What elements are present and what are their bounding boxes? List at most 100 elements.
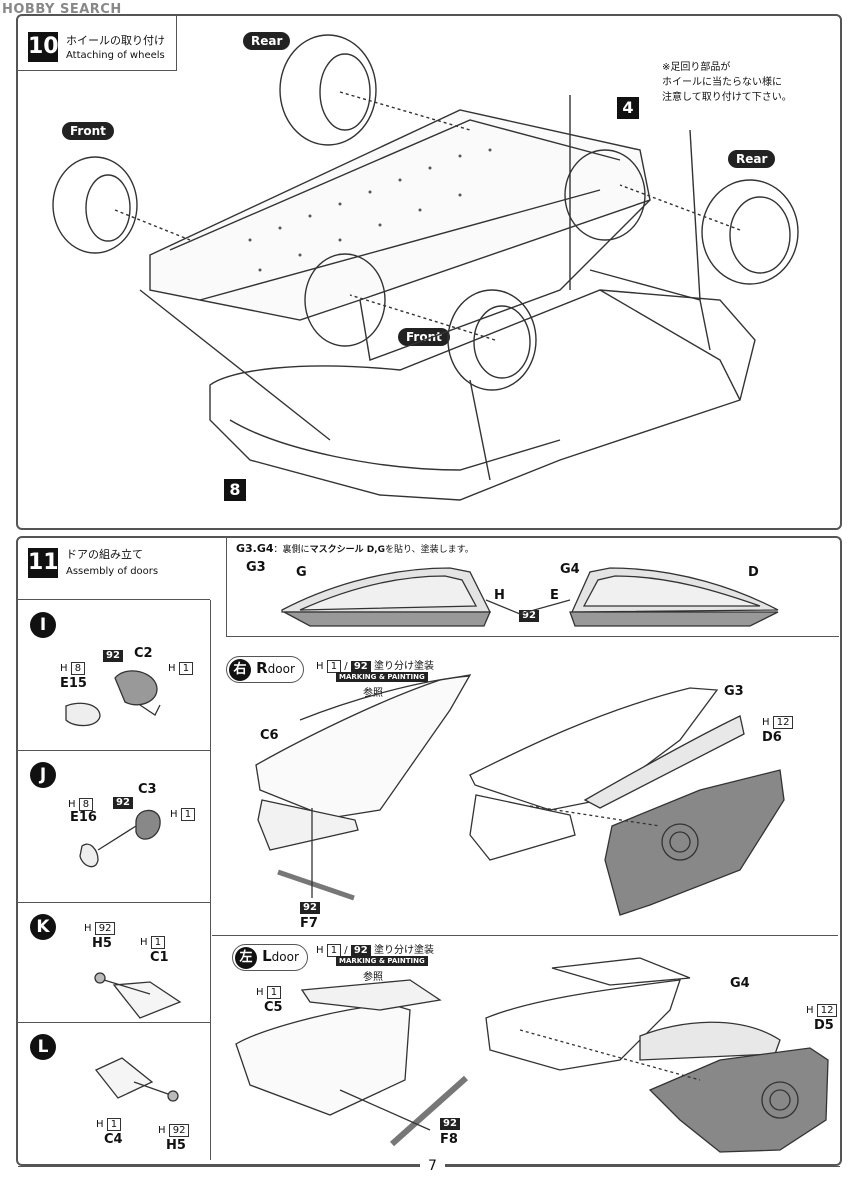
ref-step-8: 8 bbox=[224, 479, 246, 501]
l-door-h12-prefix: H bbox=[806, 1005, 814, 1016]
k-h92-prefix: H bbox=[84, 923, 92, 934]
l-h1-value: 1 bbox=[106, 1118, 122, 1131]
l-h92-value: 92 bbox=[168, 1124, 190, 1137]
k-h92: H 92 bbox=[84, 922, 116, 935]
g-note: G3.G4：裏側にマスクシール D,Gを貼り、塗装します。 bbox=[236, 542, 474, 555]
label-g: G bbox=[296, 565, 307, 580]
label-c1: C1 bbox=[150, 950, 169, 965]
r-door-slash: / bbox=[344, 661, 348, 672]
j-92-badge: 92 bbox=[113, 797, 133, 809]
chassis-illustration bbox=[52, 34, 799, 501]
label-f7: F7 bbox=[300, 916, 318, 931]
label-d: D bbox=[748, 565, 759, 580]
front-label-bottom: Front bbox=[398, 328, 450, 346]
j-h1: H 1 bbox=[170, 808, 196, 821]
r-door-letter: R bbox=[256, 659, 268, 677]
r-door-marking: MARKING & PAINTING bbox=[336, 672, 428, 682]
hobby-search-logo: HOBBY SEARCH bbox=[2, 2, 122, 17]
l-door-92-f8: 92 bbox=[440, 1118, 460, 1130]
l-h1-prefix: H bbox=[96, 1119, 104, 1130]
r-door-92: 92 bbox=[350, 661, 371, 673]
r-door-kanji: 右 bbox=[229, 659, 251, 681]
rear-label-right: Rear bbox=[728, 150, 776, 168]
g-note-parts: G3.G4 bbox=[236, 542, 274, 555]
j-h8-value: 8 bbox=[78, 798, 94, 811]
k-h1-value: 1 bbox=[150, 936, 166, 949]
l-door-h1-c5: H 1 bbox=[256, 986, 282, 999]
i-h1: H 1 bbox=[168, 662, 194, 675]
r-door-h12-value: 12 bbox=[772, 716, 794, 729]
k-h1-prefix: H bbox=[140, 937, 148, 948]
ref-step-4: 4 bbox=[617, 97, 639, 119]
step-11-number: 11 bbox=[28, 548, 59, 578]
wheel-note-line-3: 注意して取り付けて下さい。 bbox=[662, 92, 792, 103]
g-note-text-2: を貼り、塗装します。 bbox=[384, 545, 474, 555]
step-10-number: 10 bbox=[28, 32, 59, 62]
i-92-badge: 92 bbox=[103, 650, 123, 662]
r-door-ref: 参照 bbox=[363, 688, 383, 699]
step-10-frame bbox=[16, 14, 842, 530]
wheel-note: ※足回り部品が ホイールに当たらない様に 注意して取り付けて下さい。 bbox=[662, 60, 792, 105]
g-note-text-1: ：裏側に bbox=[273, 545, 310, 555]
label-g3-top: G3 bbox=[246, 560, 266, 575]
l-door-kanji: 左 bbox=[235, 947, 257, 969]
r-door-92-f7: 92 bbox=[300, 902, 320, 914]
label-c6: C6 bbox=[260, 728, 279, 743]
j-h1-prefix: H bbox=[170, 809, 178, 820]
step-10-title-en: Attaching of wheels bbox=[66, 50, 165, 61]
sub-step-k: K bbox=[30, 914, 56, 940]
i-h8-prefix: H bbox=[60, 663, 68, 674]
j-h1-value: 1 bbox=[180, 808, 196, 821]
l-door-h1-prefix: H bbox=[256, 987, 264, 998]
step-11-title-en: Assembly of doors bbox=[66, 566, 159, 577]
r-door-h: H bbox=[316, 661, 324, 672]
r-door-paint-jp: 塗り分け塗装 bbox=[373, 661, 434, 672]
step-10-title-jp: ホイールの取り付け bbox=[66, 34, 165, 47]
rear-label-top: Rear bbox=[243, 32, 291, 50]
label-h5-l: H5 bbox=[166, 1138, 186, 1153]
i-h1-value: 1 bbox=[178, 662, 194, 675]
label-c5: C5 bbox=[264, 1000, 283, 1015]
l-h92: H 92 bbox=[158, 1124, 190, 1137]
label-g4-l: G4 bbox=[730, 976, 750, 991]
wheel-note-line-1: ※足回り部品が bbox=[662, 62, 731, 73]
step-11-left-column bbox=[18, 600, 211, 1160]
i-h8: H 8 bbox=[60, 662, 86, 675]
l-door-h12-value: 12 bbox=[816, 1004, 838, 1017]
j-h8-prefix: H bbox=[68, 799, 76, 810]
g-note-mask: マスクシール D,G bbox=[309, 545, 385, 555]
label-f8: F8 bbox=[440, 1132, 458, 1147]
l-door-title: 左 Ldoor bbox=[232, 944, 308, 971]
l-door-paint-jp: 塗り分け塗装 bbox=[373, 945, 434, 956]
label-e16: E16 bbox=[70, 810, 97, 825]
divider-j-k bbox=[18, 902, 210, 903]
i-h1-prefix: H bbox=[168, 663, 176, 674]
l-door-h: H bbox=[316, 945, 324, 956]
paint-92-badge: 92 bbox=[519, 610, 539, 622]
r-door-h12-prefix: H bbox=[762, 717, 770, 728]
front-label-left: Front bbox=[62, 122, 114, 140]
divider-i-j bbox=[18, 750, 210, 751]
l-door-92: 92 bbox=[350, 945, 371, 957]
divider-step11-header bbox=[18, 599, 210, 600]
l-door-slash: / bbox=[344, 945, 348, 956]
wheel-note-line-2: ホイールに当たらない様に bbox=[662, 77, 782, 88]
l-door-paint-spec: H 1 / 92 塗り分け塗装 bbox=[316, 941, 434, 957]
l-door-letter: L bbox=[262, 947, 272, 965]
label-c4: C4 bbox=[104, 1132, 123, 1147]
sub-step-j: J bbox=[30, 762, 56, 788]
label-e: E bbox=[550, 588, 559, 603]
l-door-h1-value: 1 bbox=[266, 986, 282, 999]
l-door-ref: 参照 bbox=[363, 972, 383, 983]
k-h92-value: 92 bbox=[94, 922, 116, 935]
sub-step-l: L bbox=[30, 1034, 56, 1060]
label-g3-r: G3 bbox=[724, 684, 744, 699]
label-c3: C3 bbox=[138, 782, 157, 797]
l-door-h12: H 12 bbox=[806, 1004, 838, 1017]
r-door-paint-spec: H 1 / 92 塗り分け塗装 bbox=[316, 657, 434, 673]
j-h8: H 8 bbox=[68, 798, 94, 811]
label-d5: D5 bbox=[814, 1018, 834, 1033]
label-h: H bbox=[494, 588, 505, 603]
page-number: 7 bbox=[420, 1158, 445, 1174]
g-note-frame bbox=[226, 536, 839, 637]
